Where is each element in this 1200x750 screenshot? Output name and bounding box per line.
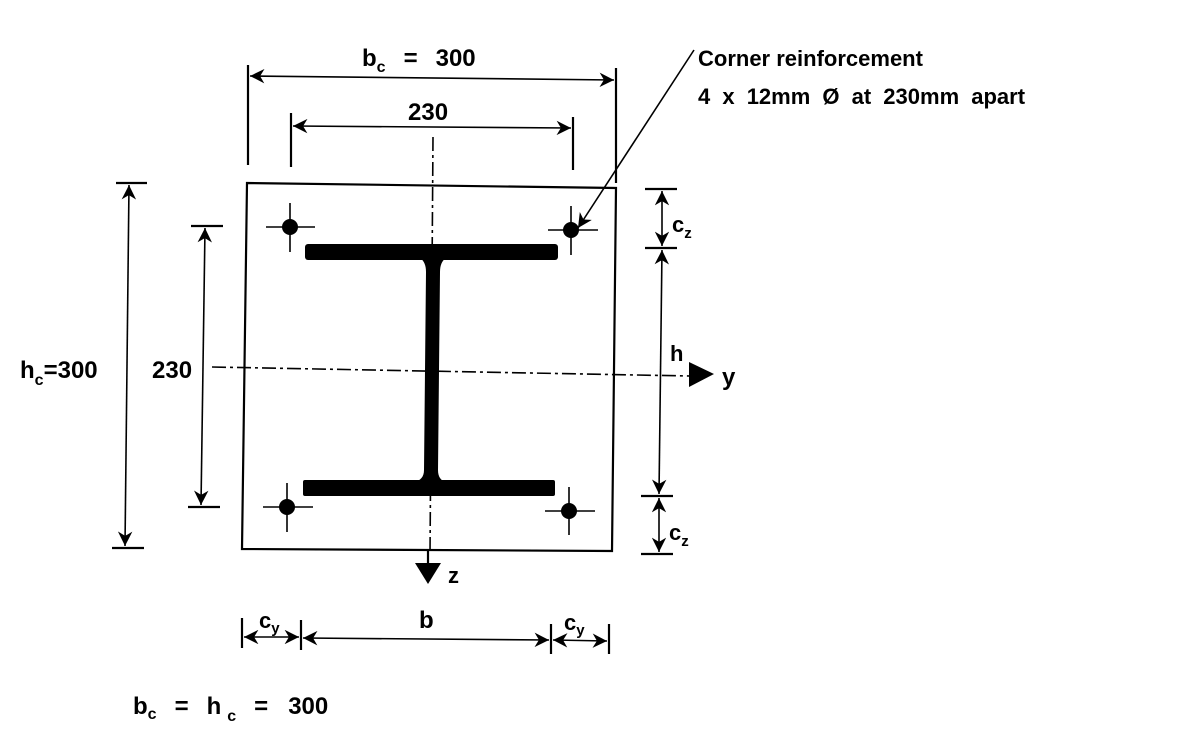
z-axis-label: z <box>448 563 459 588</box>
cy-left-label: cy <box>259 608 280 637</box>
bar-spacing-width-dimension: 230 <box>289 99 575 170</box>
rebar-top-right <box>548 206 598 255</box>
b-label: b <box>419 607 434 634</box>
rebar-bottom-left <box>263 483 313 532</box>
bottom-width-dimensions: cy b cy <box>240 607 611 654</box>
y-axis-label: y <box>722 364 736 391</box>
horizontal-centerline <box>211 366 691 377</box>
z-axis-arrow: z <box>415 549 459 588</box>
bar-spacing-height-label: 230 <box>152 357 192 384</box>
right-cover-dimensions: cz h cz <box>641 187 692 556</box>
h-label: h <box>670 341 683 366</box>
concrete-section-outline <box>240 181 618 553</box>
steel-i-section <box>303 244 558 496</box>
cy-right-label: cy <box>564 610 585 639</box>
corner-reinforcement-annotation: Corner reinforcement 4 x 12mm Ø at 230mm… <box>577 46 1026 229</box>
bar-spacing-width-label: 230 <box>408 99 448 126</box>
overall-height-label: hc=300 <box>20 357 98 389</box>
overall-height-dimension: hc=300 <box>20 181 147 550</box>
bar-spacing-height-dimension: 230 <box>152 224 223 509</box>
y-axis-arrow: y <box>689 362 736 391</box>
annotation-line-1: Corner reinforcement <box>698 46 924 71</box>
overall-width-dimension: bc=300 <box>246 45 618 183</box>
overall-width-label: bc=300 <box>362 45 476 76</box>
cz-top-label: cz <box>672 212 692 242</box>
rebar-top-left <box>266 203 315 252</box>
rebar-bottom-right <box>545 487 595 535</box>
annotation-line-2: 4 x 12mm Ø at 230mm apart <box>698 84 1026 109</box>
cz-bottom-label: cz <box>669 520 689 550</box>
